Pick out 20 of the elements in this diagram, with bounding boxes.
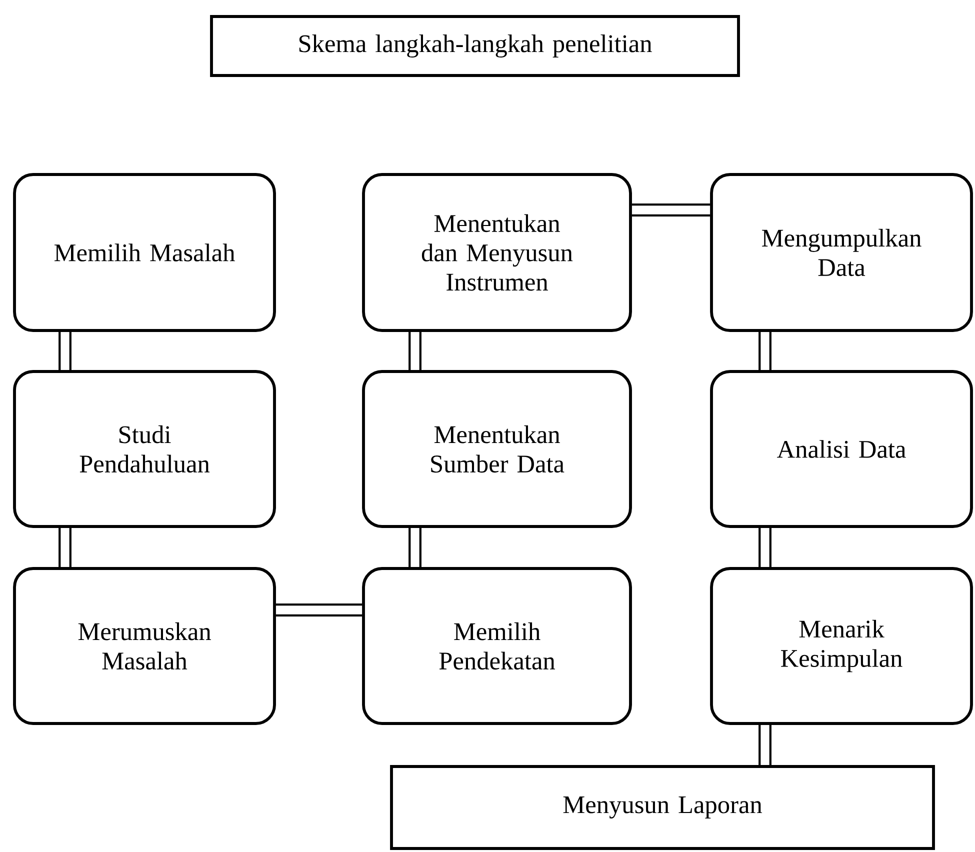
- process-box: Memilih Masalah: [13, 173, 276, 332]
- connector: [408, 528, 422, 568]
- connector: [58, 528, 72, 568]
- connector: [758, 724, 772, 766]
- connector: [276, 604, 362, 616]
- process-box: Merumuskan Masalah: [13, 567, 276, 725]
- process-box: Analisi Data: [710, 370, 973, 528]
- connector: [632, 204, 710, 216]
- title-box: Skema langkah-langkah penelitian: [210, 15, 740, 77]
- process-box: Menyusun Laporan: [390, 765, 935, 850]
- process-box: Memilih Pendekatan: [362, 567, 632, 725]
- connector: [58, 332, 72, 370]
- process-box: Menarik Kesimpulan: [710, 567, 973, 725]
- process-box: Studi Pendahuluan: [13, 370, 276, 528]
- process-box: Menentukan Sumber Data: [362, 370, 632, 528]
- connector: [758, 332, 772, 370]
- process-box: Menentukan dan Menyusun Instrumen: [362, 173, 632, 332]
- connector: [758, 528, 772, 568]
- connector: [408, 332, 422, 370]
- process-box: Mengumpulkan Data: [710, 173, 973, 332]
